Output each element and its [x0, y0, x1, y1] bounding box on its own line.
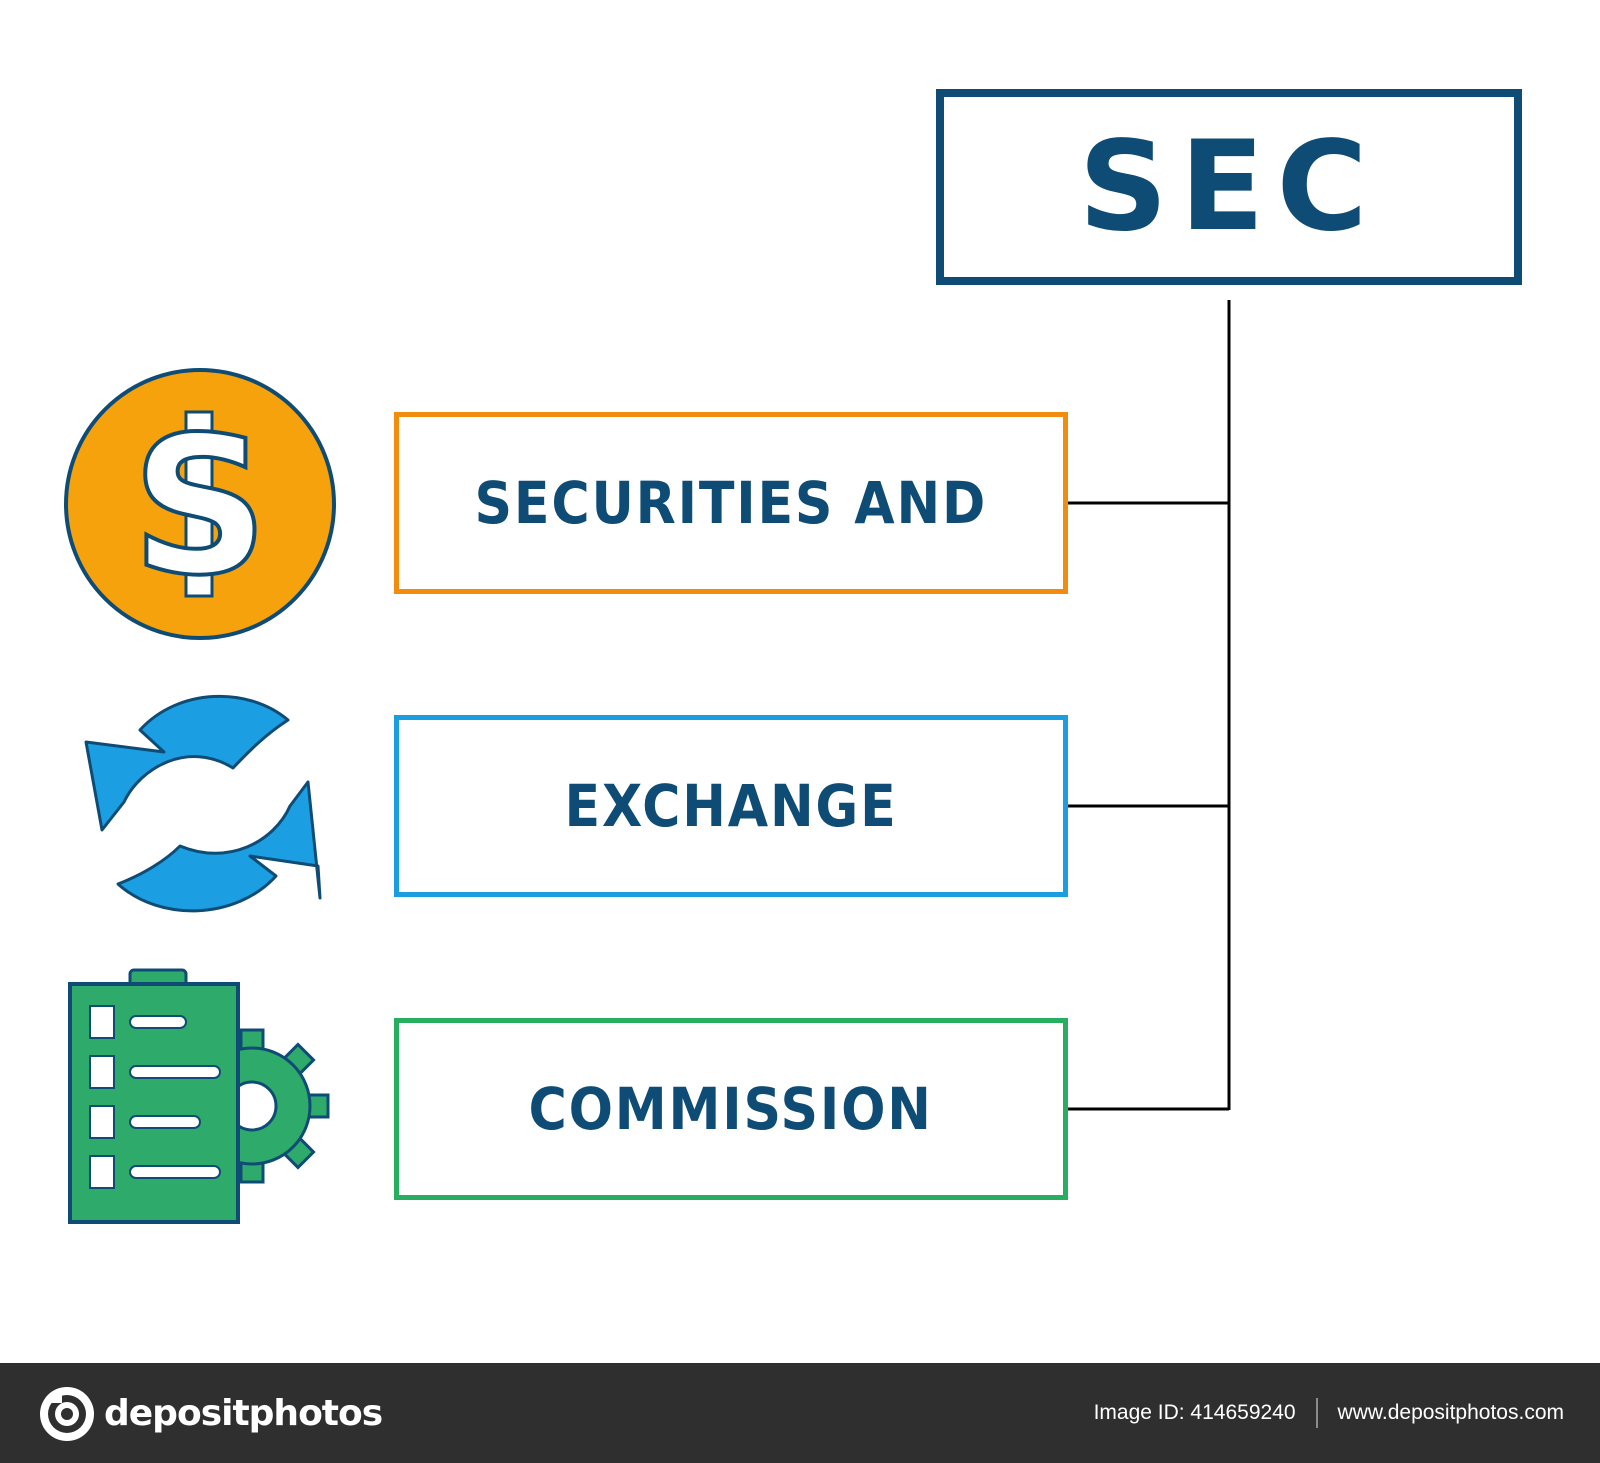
site-url: www.depositphotos.com: [1337, 1401, 1564, 1424]
image-id: Image ID: 414659240: [1093, 1401, 1296, 1424]
term-box-securities: SECURITIES AND: [394, 412, 1068, 594]
brand-logo: depositphotos: [38, 1383, 383, 1445]
term-label-commission: COMMISSION: [528, 1075, 934, 1143]
term-label-exchange: EXCHANGE: [564, 772, 898, 840]
clipboard-gear-icon: [68, 968, 330, 1224]
watermark-footer: depositphotos Image ID: 414659240 www.de…: [0, 1363, 1600, 1463]
term-box-commission: COMMISSION: [394, 1018, 1068, 1200]
title-box: SEC: [936, 89, 1522, 285]
svg-text:S: S: [132, 396, 269, 617]
footer-divider: [1315, 1398, 1318, 1428]
exchange-arrows-icon: [84, 694, 322, 913]
camera-logo-icon: [40, 1387, 94, 1441]
footer-info: Image ID: 414659240 www.depositphotos.co…: [1094, 1363, 1564, 1463]
acronym-title: SEC: [1078, 115, 1380, 259]
term-box-exchange: EXCHANGE: [394, 715, 1068, 897]
term-label-securities: SECURITIES AND: [474, 469, 988, 537]
dollar-coin-icon: S: [64, 368, 336, 640]
brand-name: depositphotos: [104, 1393, 383, 1434]
